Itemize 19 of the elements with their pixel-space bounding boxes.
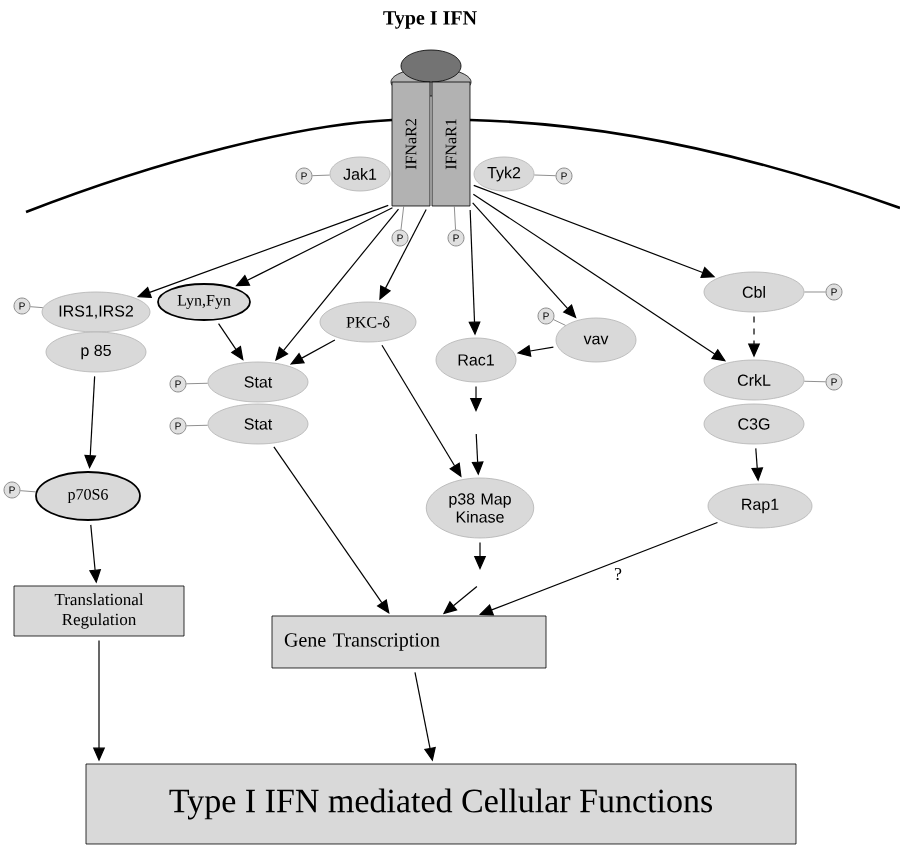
arrow [472, 193, 726, 362]
connector-line [533, 174, 556, 177]
arrow [479, 521, 719, 616]
connector-line [20, 490, 37, 493]
connector-line [29, 306, 44, 309]
process-box: Gene Transcription [271, 615, 547, 669]
connector-line [803, 380, 826, 383]
connector-line [312, 174, 331, 177]
connector-line [186, 424, 209, 427]
arrow [273, 446, 390, 614]
connector-line [400, 206, 405, 231]
connector-line [804, 291, 826, 293]
title: Type I IFN [383, 11, 477, 29]
connector-line [553, 319, 566, 326]
connector-line [453, 206, 456, 230]
outcome-box: Type I IFN mediated Cellular Functions [85, 763, 797, 845]
connector-line [186, 382, 209, 385]
process-box: Translational Regulation [13, 585, 185, 637]
edge-label: ? [612, 565, 624, 583]
